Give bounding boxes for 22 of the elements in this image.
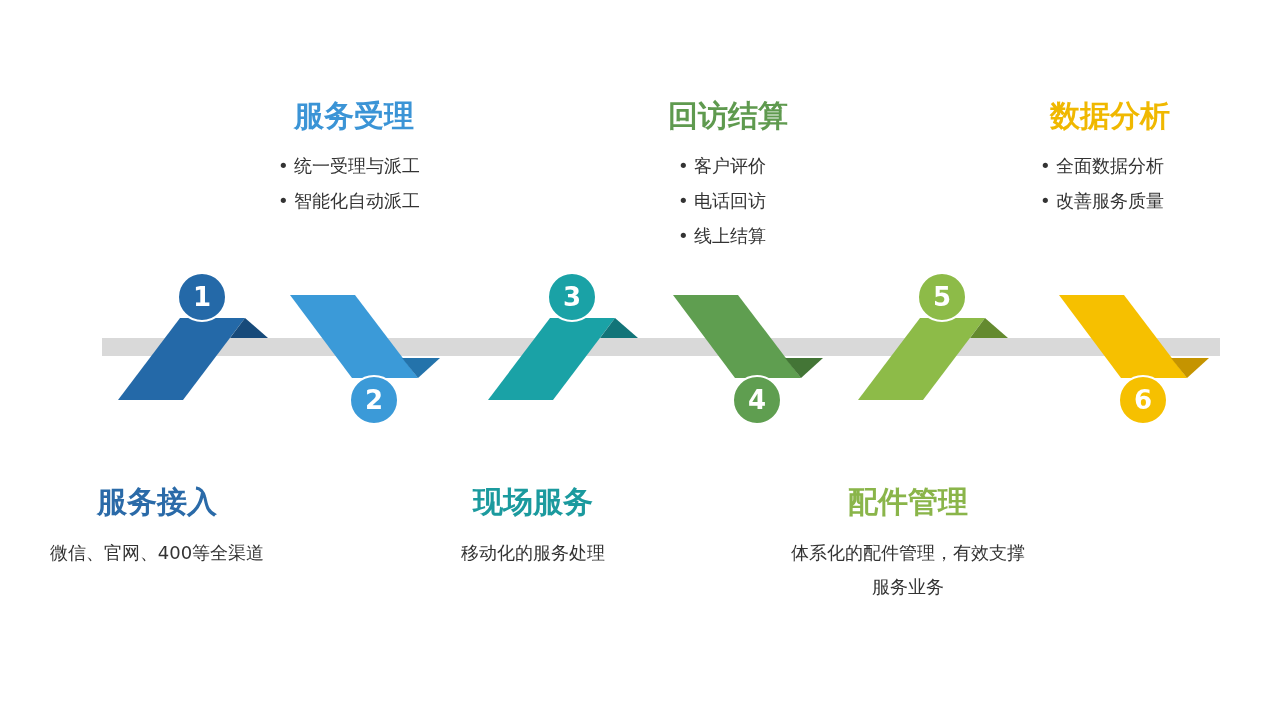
bullet-item: • 改善服务质量 xyxy=(1040,189,1165,213)
bullet-item: • 全面数据分析 xyxy=(1040,154,1165,178)
step-heading: 回访结算 xyxy=(667,97,789,135)
step-heading: 配件管理 xyxy=(847,483,969,521)
number-badge: 5 xyxy=(917,272,967,322)
number-badge: 1 xyxy=(177,272,227,322)
description-text: 体系化的配件管理，有效支撑服务业务 xyxy=(790,541,1026,599)
bullet-item: • 电话回访 xyxy=(678,189,767,213)
description-text: 微信、官网、400等全渠道 xyxy=(48,541,266,565)
bullet-item: • 客户评价 xyxy=(678,154,767,178)
step-heading: 服务接入 xyxy=(95,483,218,521)
number-badge: 2 xyxy=(349,375,399,425)
step-heading: 现场服务 xyxy=(471,483,594,521)
bullet-item: • 线上结算 xyxy=(678,224,767,248)
bullet-item: • 智能化自动派工 xyxy=(278,189,421,213)
step-heading: 服务受理 xyxy=(292,97,415,135)
number-badge: 3 xyxy=(547,272,597,322)
number-badge: 6 xyxy=(1118,375,1168,425)
number-badge: 4 xyxy=(732,375,782,425)
step-heading: 数据分析 xyxy=(1048,97,1171,135)
bullet-item: • 统一受理与派工 xyxy=(278,154,421,178)
description-text: 移动化的服务处理 xyxy=(460,541,606,565)
